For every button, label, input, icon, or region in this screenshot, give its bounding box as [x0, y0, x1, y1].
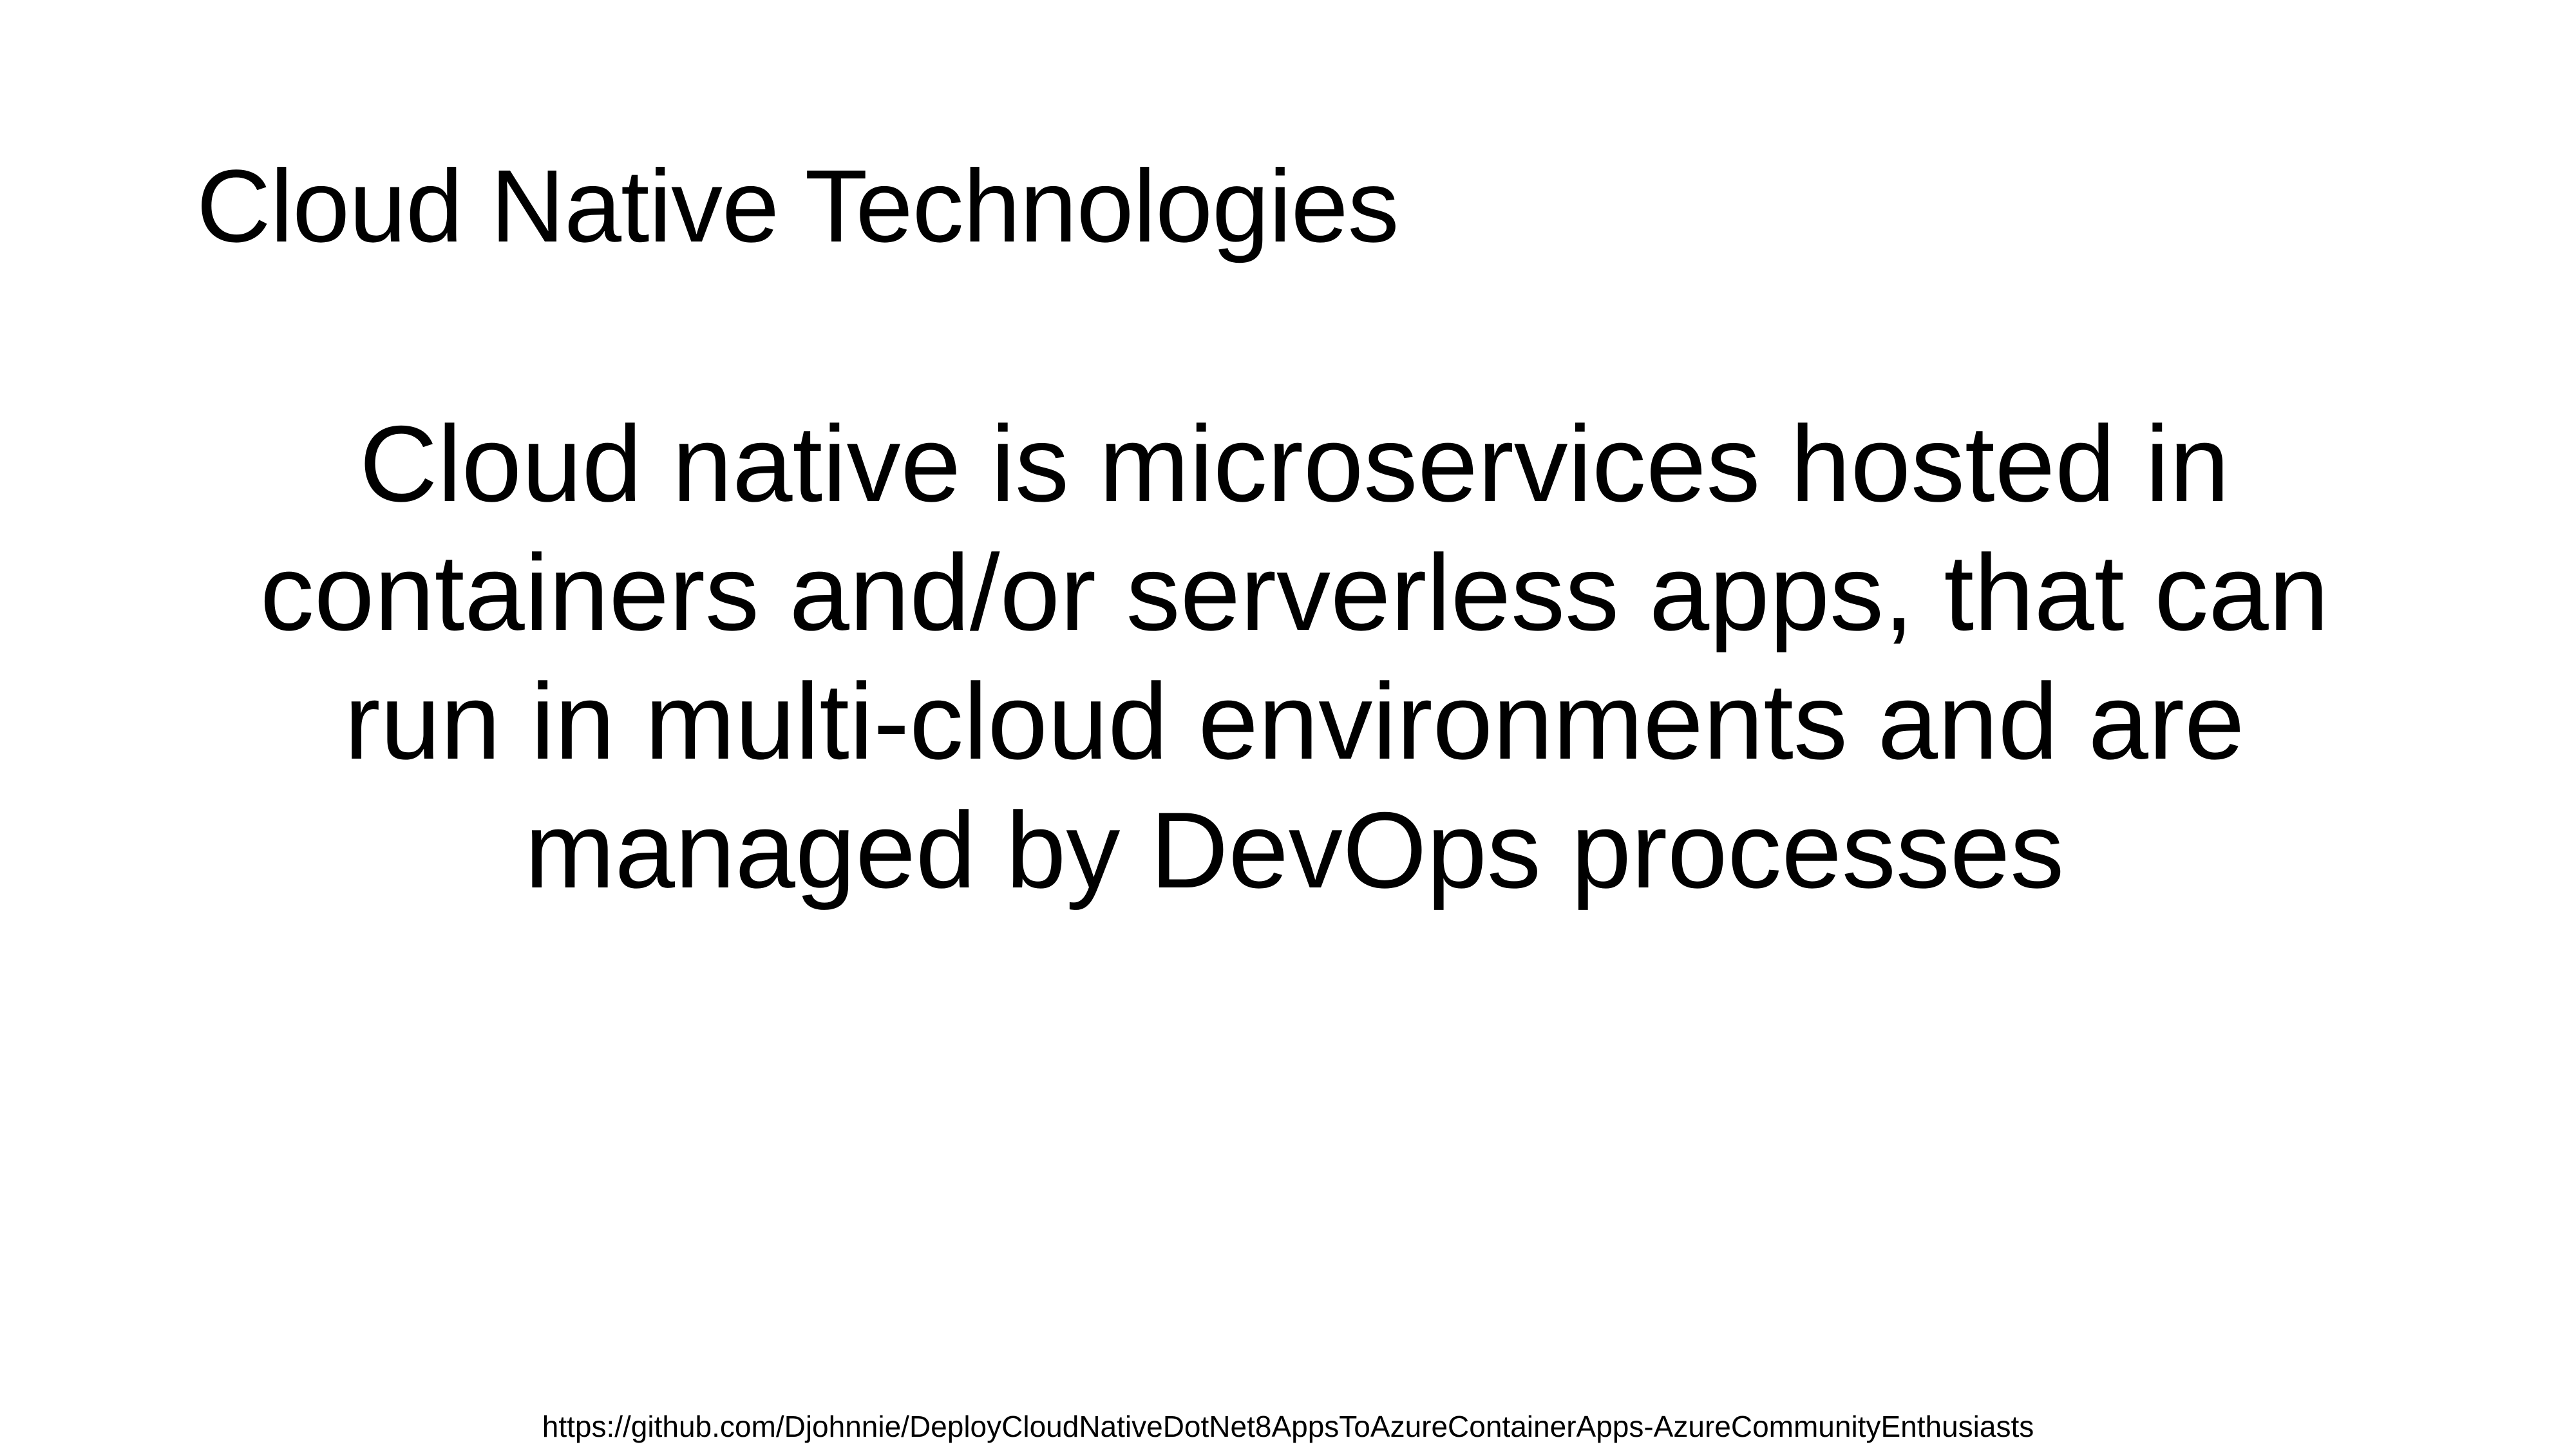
body-line: Cloud native is microservices hosted in: [359, 403, 2230, 524]
body-line: containers and/or serverless apps, that …: [260, 532, 2329, 653]
body-line: run in multi-cloud environments and are: [344, 661, 2245, 782]
footer-link[interactable]: https://github.com/Djohnnie/DeployCloudN…: [542, 1410, 2034, 1443]
slide-body: Cloud native is microservices hosted in …: [193, 399, 2396, 914]
slide-title: Cloud Native Technologies: [196, 148, 1399, 263]
body-line: managed by DevOps processes: [524, 790, 2065, 911]
